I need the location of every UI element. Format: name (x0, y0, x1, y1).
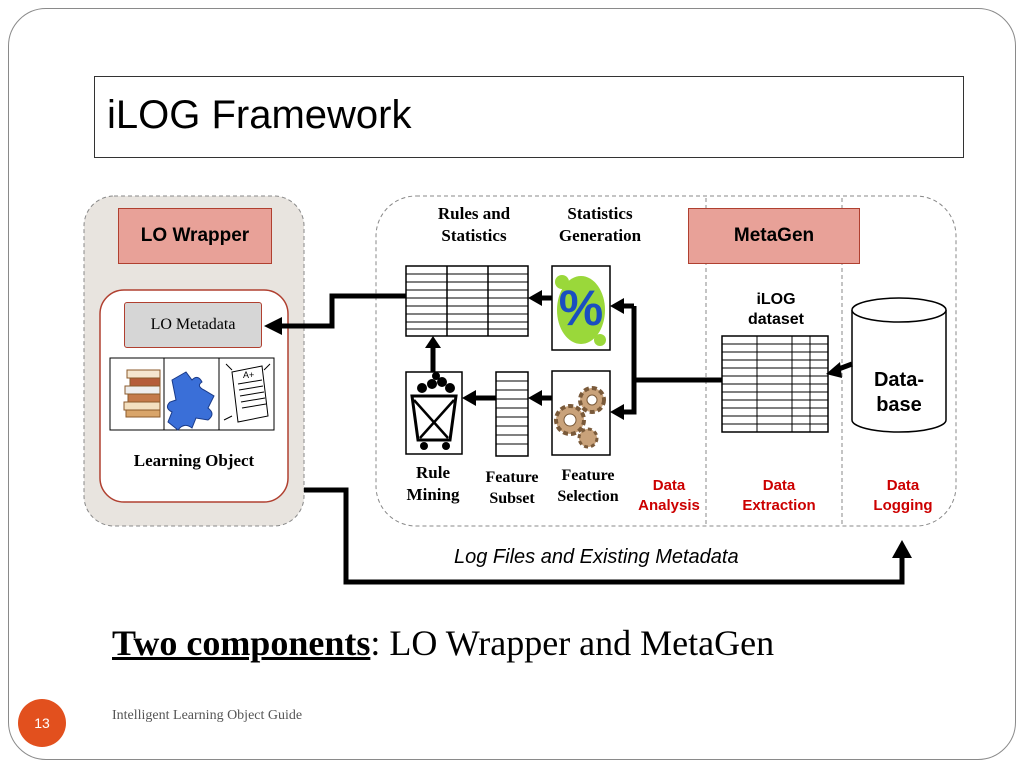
ilog-dataset-line2: dataset (747, 311, 805, 328)
data-logging-label: Data Logging (862, 476, 944, 515)
lo-metadata-box: LO Metadata (124, 302, 262, 348)
data-analysis-label: Data Analysis (630, 476, 708, 515)
arrow-heads (264, 290, 912, 558)
rule-mining-line2: Mining (406, 485, 460, 505)
page-number-badge: 13 (18, 699, 66, 747)
data-analysis-line1: Data (652, 477, 686, 494)
statistics-generation-label: Statistics Generation (538, 203, 662, 247)
slide-frame (8, 8, 1016, 760)
percent-icon (551, 265, 611, 351)
data-logging-line1: Data (886, 477, 920, 494)
log-files-label: Log Files and Existing Metadata (454, 546, 739, 568)
database-line2: base (876, 394, 922, 416)
metagen-tag: MetaGen (688, 208, 860, 264)
data-extraction-label: Data Extraction (730, 476, 828, 515)
feature-selection-line1: Feature (561, 467, 615, 484)
ilog-dataset-label: iLOG dataset (730, 290, 822, 330)
slide-title: iLOG Framework (107, 93, 412, 137)
feature-subset-line1: Feature (485, 469, 539, 486)
feature-selection-label: Feature Selection (546, 466, 630, 508)
rules-statistics-line1: Rules and (437, 204, 511, 223)
lo-wrapper-label: LO Wrapper (140, 225, 250, 246)
rules-statistics-label: Rules and Statistics (412, 203, 536, 247)
puzzle-icon (166, 371, 215, 431)
ilog-dataset-table (721, 335, 829, 433)
rule-mining-line1: Rule (416, 463, 450, 482)
feature-selection-line2: Selection (557, 487, 619, 505)
summary-colon: : (370, 623, 381, 663)
data-extraction-line2: Extraction (742, 496, 816, 514)
mining-cart-icon (405, 371, 463, 455)
feature-subset-label: Feature Subset (476, 468, 548, 510)
ilog-dataset-line1: iLOG (756, 291, 796, 308)
lo-wrapper-tag: LO Wrapper (118, 208, 272, 264)
data-analysis-line2: Analysis (638, 496, 700, 514)
gears-icon (551, 370, 611, 456)
statistics-generation-line2: Generation (558, 226, 642, 246)
rules-table (405, 265, 529, 337)
metagen-label: MetaGen (733, 225, 815, 246)
data-extraction-line1: Data (762, 477, 796, 494)
summary-heading: Two components (112, 623, 371, 663)
statistics-generation-line1: Statistics (567, 204, 633, 223)
lo-metadata-label: LO Metadata (150, 316, 236, 333)
learning-object-images: A+ (109, 357, 275, 431)
page-number: 13 (34, 715, 50, 731)
data-logging-line2: Logging (873, 496, 933, 514)
graded-paper-icon: A+ (223, 363, 271, 423)
books-icon (123, 369, 161, 418)
database-cylinder (851, 297, 947, 433)
database-line1: Data- (873, 369, 924, 391)
percent-symbol: % (558, 280, 604, 336)
feature-subset-line2: Subset (489, 489, 535, 507)
learning-object-label: Learning Object (133, 451, 255, 470)
title-box: iLOG Framework (94, 76, 964, 158)
summary-text: LO Wrapper and MetaGen (389, 623, 775, 663)
database-label: Data- base (852, 368, 946, 418)
rules-statistics-line2: Statistics (441, 226, 507, 246)
feature-subset-table (495, 371, 529, 457)
svg-text:A+: A+ (243, 370, 254, 380)
slide-footer: Intelligent Learning Object Guide (112, 708, 303, 723)
summary-line: Two components: LO Wrapper and MetaGen (112, 622, 774, 664)
rule-mining-label: Rule Mining (396, 462, 470, 506)
